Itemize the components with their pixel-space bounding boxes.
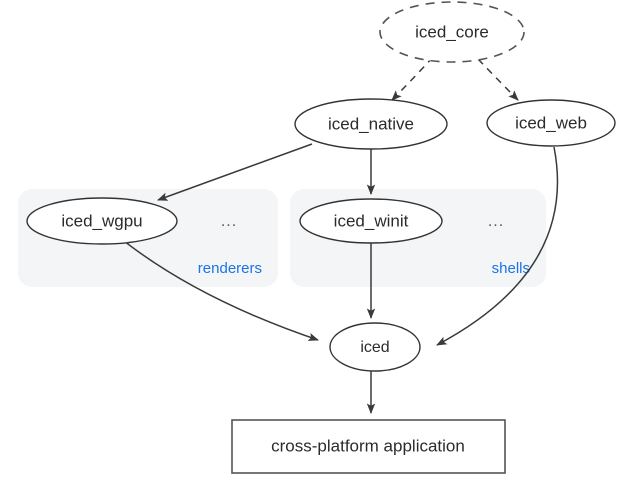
- node-iced-native-label: iced_native: [328, 114, 414, 133]
- node-iced-core-shape[interactable]: [379, 1, 525, 63]
- node-iced-core[interactable]: iced_core: [379, 1, 525, 63]
- edge-iced-core-to-iced-web: [477, 58, 519, 101]
- cluster-shells-label: shells: [492, 260, 530, 277]
- node-iced-winit[interactable]: iced_winit: [299, 198, 443, 244]
- edge-iced-native-to-iced-wgpu: [157, 143, 313, 201]
- node-iced-wgpu[interactable]: iced_wgpu: [26, 197, 178, 245]
- node-application-shape[interactable]: [231, 419, 506, 474]
- edge-iced-core-to-iced-native: [391, 56, 434, 101]
- cluster-renderers-ellipsis: ...: [221, 213, 237, 230]
- cluster-shells-ellipsis: ...: [488, 213, 504, 230]
- node-iced-wgpu-shape[interactable]: [26, 197, 178, 245]
- node-application[interactable]: cross-platform application: [231, 419, 506, 474]
- node-iced[interactable]: iced: [329, 322, 421, 372]
- node-iced-label: iced: [360, 339, 389, 356]
- node-iced-native-shape[interactable]: [294, 98, 448, 150]
- node-iced-winit-shape[interactable]: [299, 198, 443, 244]
- node-application-label: cross-platform application: [271, 436, 465, 455]
- node-iced-web-label: iced_web: [515, 113, 587, 132]
- cluster-renderers-label: renderers: [198, 260, 262, 277]
- node-iced-web[interactable]: iced_web: [486, 99, 616, 147]
- node-iced-core-label: iced_core: [415, 22, 489, 41]
- node-iced-wgpu-label: iced_wgpu: [61, 211, 142, 230]
- node-iced-shape[interactable]: [329, 322, 421, 372]
- node-iced-web-shape[interactable]: [486, 99, 616, 147]
- edge-iced-web-to-iced: [436, 146, 559, 346]
- node-iced-winit-label: iced_winit: [334, 211, 409, 230]
- node-iced-native[interactable]: iced_native: [294, 98, 448, 150]
- edge-iced-wgpu-to-iced: [123, 240, 319, 341]
